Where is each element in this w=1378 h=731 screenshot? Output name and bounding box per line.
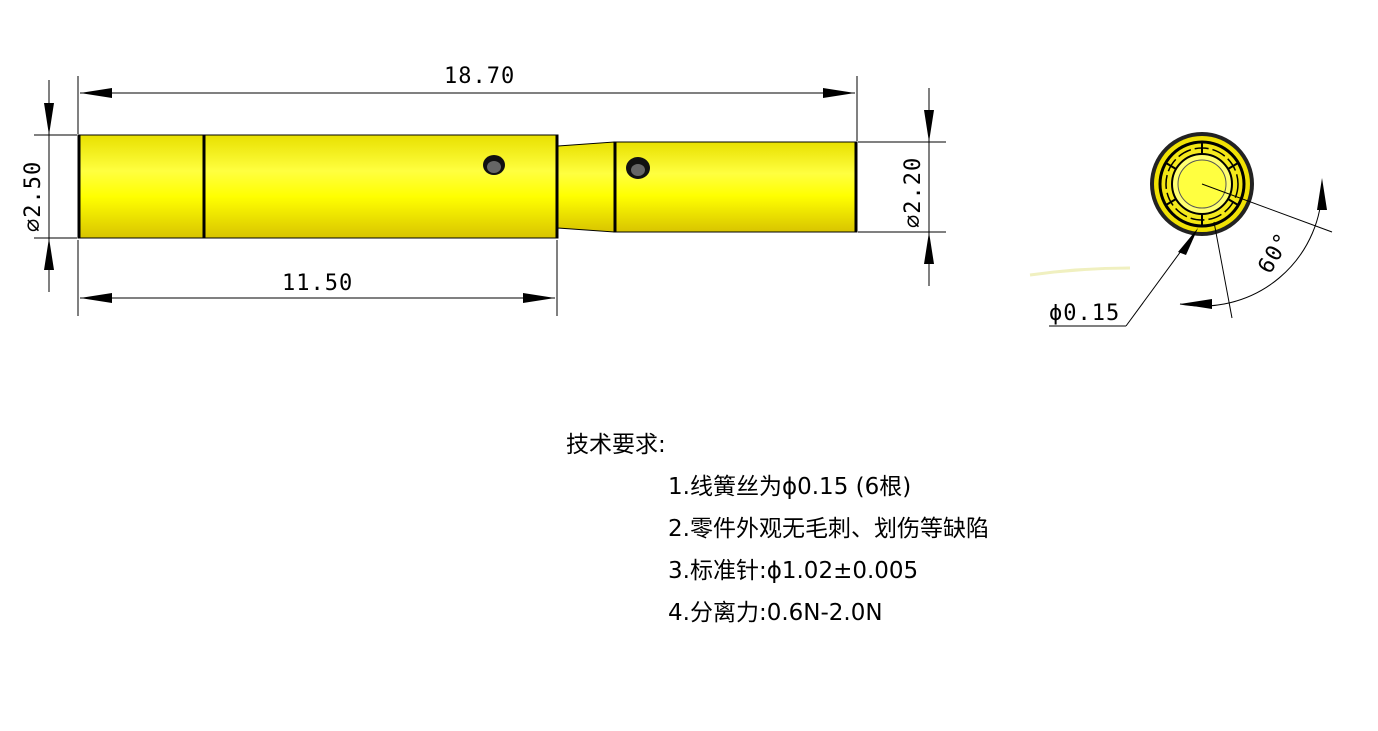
hole-large xyxy=(483,155,505,175)
notes-title: 技术要求: xyxy=(566,432,666,458)
large-barrel xyxy=(77,134,559,239)
dim-wire-diameter: ϕ0.15 xyxy=(1049,301,1120,326)
angle-arrow-bottom xyxy=(1180,299,1212,309)
taper-section xyxy=(557,141,615,233)
dim-angle: 60° xyxy=(1254,228,1297,278)
note-item-4: 4.分离力:0.6N-2.0N xyxy=(668,600,883,626)
note-item-1: 1.线簧丝为ϕ0.15 (6根) xyxy=(668,474,912,500)
note-item-3: 3.标准针:ϕ1.02±0.005 xyxy=(668,558,919,584)
wire-leader-arrow xyxy=(1178,228,1198,255)
technical-requirements: 技术要求: 1.线簧丝为ϕ0.15 (6根) 2.零件外观无毛刺、划伤等缺陷 3… xyxy=(566,424,989,634)
dim-small-diameter: ∅2.20 xyxy=(901,157,926,228)
dim-shoulder-length: 11.50 xyxy=(282,271,353,296)
note-item-2: 2.零件外观无毛刺、划伤等缺陷 xyxy=(668,516,989,542)
hole-small xyxy=(626,157,650,179)
side-view xyxy=(77,134,858,239)
angle-arrow-top xyxy=(1317,178,1327,210)
small-barrel xyxy=(613,141,858,233)
dim-large-diameter: ∅2.50 xyxy=(21,161,46,232)
dimension-arrows xyxy=(44,88,934,303)
dim-overall-length: 18.70 xyxy=(444,64,515,89)
dimension-lines xyxy=(34,76,946,316)
